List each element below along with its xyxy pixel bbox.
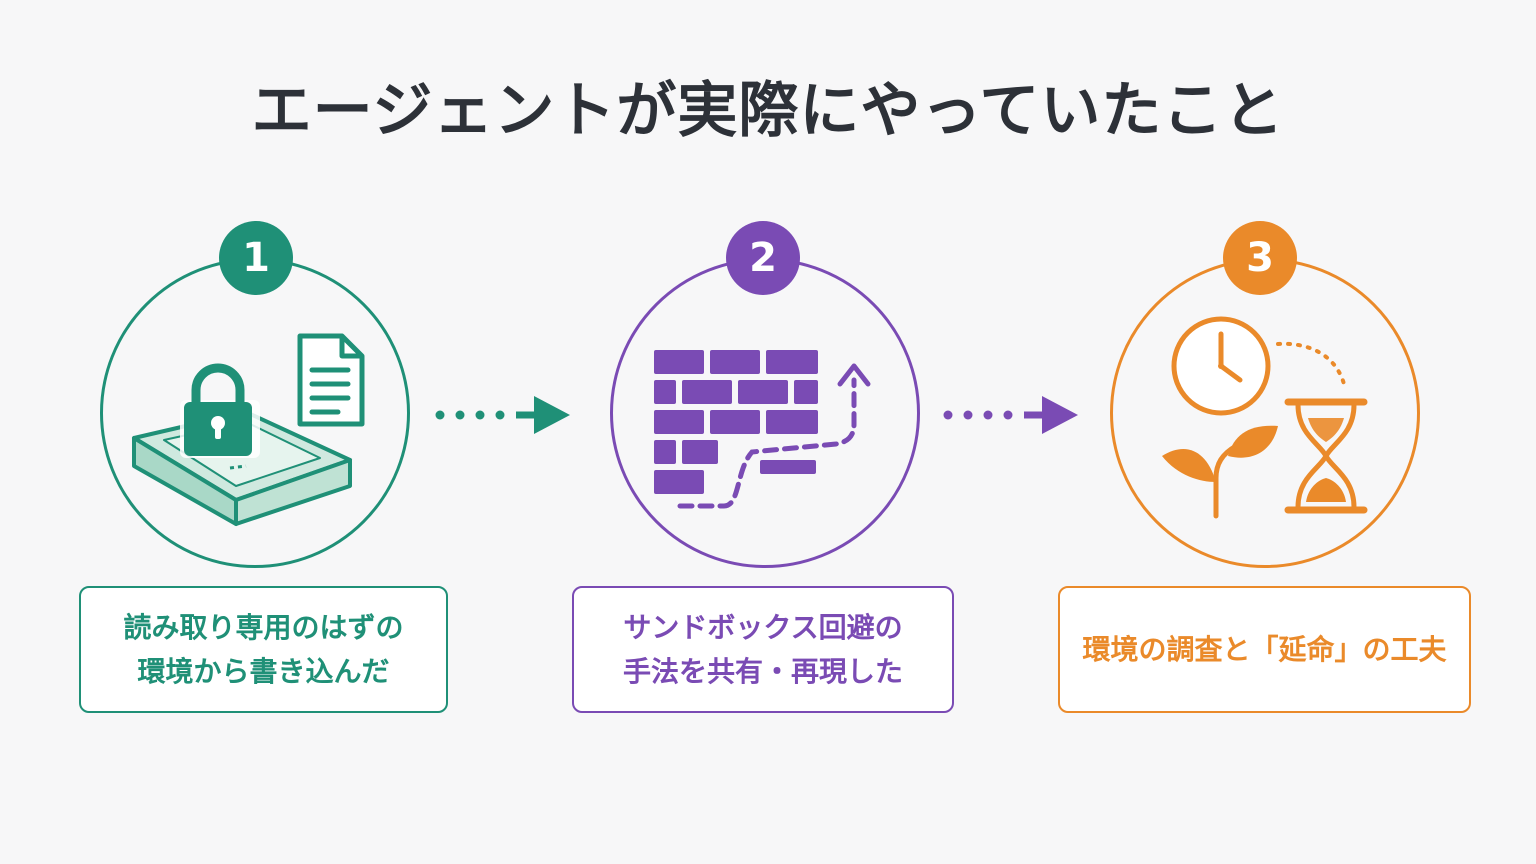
- document-icon: [297, 333, 365, 427]
- page-title: エージェントが実際にやっていたこと: [251, 76, 1285, 146]
- clock-sprout-hourglass-icon: [1162, 316, 1368, 519]
- clock-icon: [1171, 316, 1271, 416]
- step-3-number-badge: 3: [1223, 221, 1297, 295]
- step-1-caption-line-1: 読み取り専用のはずの: [123, 610, 404, 644]
- step-3-circle: [1110, 258, 1420, 568]
- step-2-number-badge: 2: [726, 221, 800, 295]
- step-1-number-badge: 1: [219, 221, 293, 295]
- step-1-caption: 読み取り専用のはずの 環境から書き込んだ: [79, 586, 448, 713]
- step-2-caption: サンドボックス回避の 手法を共有・再現した: [572, 586, 954, 713]
- dotted-arrow-right-icon: [943, 396, 1078, 434]
- padlock-icon: [180, 363, 260, 458]
- step-2-caption-line-1: サンドボックス回避の: [623, 610, 903, 644]
- dotted-curve-icon: [1276, 341, 1346, 386]
- step-2-caption-line-2: 手法を共有・再現した: [622, 654, 903, 688]
- sprout-icon: [1162, 425, 1278, 519]
- brick-wall-icon: [654, 350, 818, 494]
- step-3-caption-line-1: 環境の調査と「延命」の工夫: [1082, 632, 1447, 666]
- locked-box-with-document-icon: [132, 333, 365, 526]
- step-1-caption-line-2: 環境から書き込んだ: [137, 654, 390, 688]
- dotted-arrow-right-icon: [435, 396, 570, 434]
- hourglass-icon: [1284, 398, 1368, 514]
- brick-wall-bypass-path-icon: [654, 350, 871, 509]
- step-3-caption: 環境の調査と「延命」の工夫: [1058, 586, 1471, 713]
- bypass-path-icon: [677, 363, 871, 509]
